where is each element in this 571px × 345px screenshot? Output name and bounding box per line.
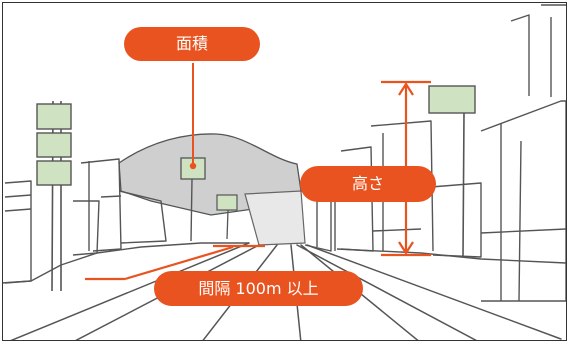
- spacing-label-text: 間隔 100m 以上: [198, 278, 319, 298]
- spacing-indicator: [85, 244, 265, 281]
- left-buildings: [3, 158, 249, 284]
- center-building-lightgray: [244, 190, 306, 246]
- right-buildings: [300, 4, 566, 302]
- height-label: 高さ: [300, 166, 436, 202]
- area-pointer: [189, 63, 197, 170]
- area-label-text: 面積: [175, 34, 208, 53]
- spacing-label: 間隔 100m 以上: [154, 271, 363, 306]
- right-sign: [428, 85, 476, 258]
- illustration-frame: 面積 高さ 間隔 100m 以上: [2, 2, 567, 341]
- area-label: 面積: [124, 27, 260, 61]
- left-sign-tower: [36, 100, 72, 292]
- height-label-text: 高さ: [351, 174, 384, 193]
